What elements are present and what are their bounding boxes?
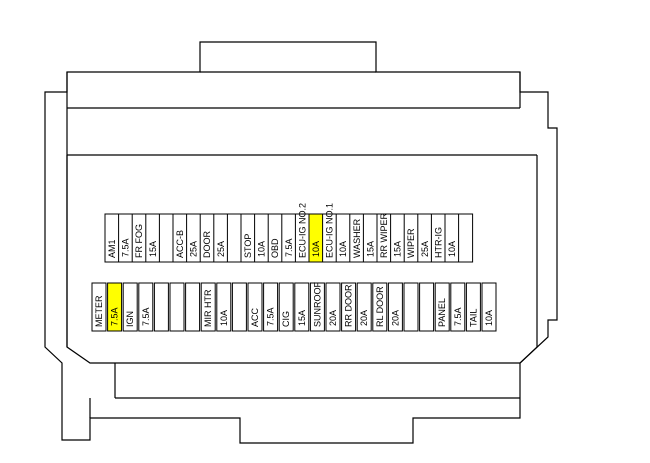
fuse-rating: 20A — [390, 310, 400, 326]
fuse-label: DOOR — [202, 230, 212, 258]
fuse-slot-amp-20a — [325, 282, 341, 332]
fuse-rating: 25A — [189, 241, 199, 257]
fuse-slot-amp-20a — [356, 282, 372, 332]
fuse-slot-rr-door — [341, 282, 357, 332]
fuse-slot-ign — [122, 282, 138, 332]
fuse-slot-amp-20a — [387, 282, 403, 332]
fuse-rating: 20A — [359, 310, 369, 326]
fuse-slot-empty — [458, 213, 474, 263]
fuse-rating: 15A — [148, 241, 158, 257]
fuse-label: ACC-B — [175, 230, 185, 258]
fuse-slot-tail — [465, 282, 481, 332]
fuse-rating: 7.5A — [453, 307, 463, 326]
fuse-rating: 7.5A — [141, 307, 151, 326]
fuse-rating: 10A — [311, 241, 321, 257]
fuse-slot-empty — [158, 213, 174, 263]
fuse-slot-cig — [278, 282, 294, 332]
fuse-slot-panel — [434, 282, 450, 332]
fuse-slot-amp-10a — [216, 282, 232, 332]
fuse-rating: 7.5A — [110, 307, 120, 326]
fuse-label: FR FOG — [134, 224, 144, 258]
fuse-label: SUNROOF — [312, 281, 322, 327]
fuse-label: WASHER — [352, 218, 362, 258]
fuse-slot-empty — [403, 282, 419, 332]
fuse-label: TAIL — [468, 309, 478, 327]
fuse-rating: 10A — [219, 310, 229, 326]
fuse-label: MIR HTR — [203, 289, 213, 327]
fuse-slot-meter — [91, 282, 107, 332]
fuse-rating: 15A — [393, 241, 403, 257]
fuse-box-housing — [44, 41, 558, 444]
fuse-label: ECU-IG NO.2 — [297, 203, 307, 258]
fuse-slot-amp-7-5a — [450, 282, 466, 332]
fuse-slot-empty — [153, 282, 169, 332]
fuse-label: RR DOOR — [344, 284, 354, 327]
fuse-slot-empty — [169, 282, 185, 332]
fuse-label: STOP — [243, 234, 253, 258]
fuse-label: HTR-IG — [433, 227, 443, 258]
fuse-rating: 10A — [257, 241, 267, 257]
fuse-slot-amp-7-5a — [263, 282, 279, 332]
fuse-slot-empty — [185, 282, 201, 332]
fuse-label: ECU-IG NO.1 — [325, 203, 335, 258]
fuse-label: RL DOOR — [375, 286, 385, 327]
fuse-rating: 15A — [297, 310, 307, 326]
fuse-slot-sunroof — [309, 282, 325, 332]
fuse-label: WIPER — [406, 228, 416, 258]
fuse-slot-acc — [247, 282, 263, 332]
fuse-slot-amp-10a — [481, 282, 497, 332]
fuse-rating: 7.5A — [284, 238, 294, 257]
fuse-label: AM1 — [107, 239, 117, 258]
fuse-slot-empty — [231, 282, 247, 332]
fuse-rating: 25A — [216, 241, 226, 257]
fuse-slot-amp-7-5a — [138, 282, 154, 332]
fuse-rating: 7.5A — [121, 238, 131, 257]
fuse-label: METER — [94, 295, 104, 327]
fuse-rating: 7.5A — [266, 307, 276, 326]
fuse-slot-rl-door — [372, 282, 388, 332]
fuse-rating: 20A — [328, 310, 338, 326]
fuse-slot-mir-htr — [200, 282, 216, 332]
fuse-rating: 10A — [447, 241, 457, 257]
fuse-slot-empty — [419, 282, 435, 332]
fuse-rating: 25A — [420, 241, 430, 257]
fuse-label: RR WIPER — [379, 212, 389, 258]
fuse-rating: 10A — [484, 310, 494, 326]
fuse-label: ACC — [250, 307, 260, 327]
fuse-slot-amp-15a — [294, 282, 310, 332]
fuse-slot-empty — [226, 213, 242, 263]
fuse-label: IGN — [125, 311, 135, 327]
fuse-slot-amp-7-5a — [107, 282, 123, 332]
fuse-label: PANEL — [437, 298, 447, 327]
fuse-label: OBD — [270, 238, 280, 258]
fuse-rating: 15A — [365, 241, 375, 257]
lower-fuse-row: METER 7.5A IGN 7.5A MIR HTR 10A ACC 7.5A CIG 15A S… — [91, 281, 497, 332]
fuse-label: CIG — [281, 311, 291, 327]
fuse-rating: 10A — [338, 241, 348, 257]
